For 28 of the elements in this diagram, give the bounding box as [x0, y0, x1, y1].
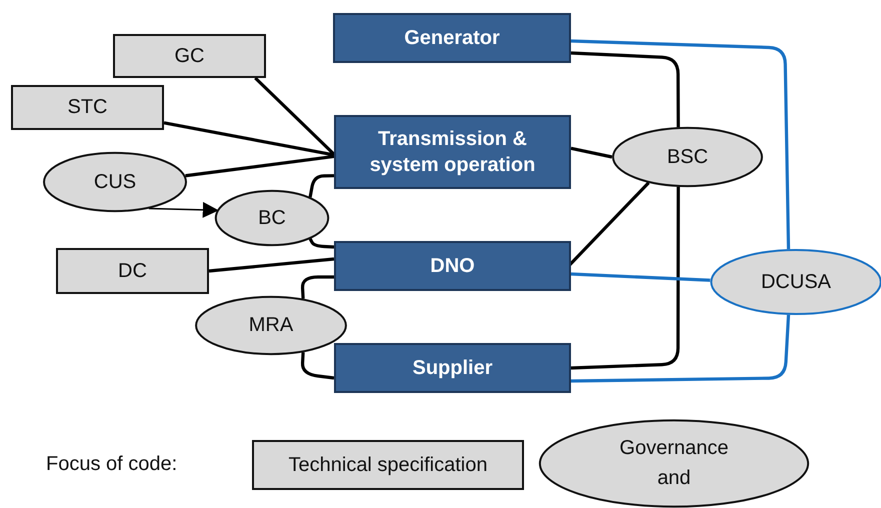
code-ellipse: BC: [215, 190, 329, 246]
connector-line: [570, 146, 612, 159]
code-ellipse: BSC: [612, 127, 763, 187]
party-box: Supplier: [334, 343, 571, 393]
connector-line: [570, 314, 790, 383]
party-box: DNO: [334, 241, 571, 291]
legend-title: Focus of code:: [46, 453, 178, 476]
connector-line: [570, 51, 680, 128]
connector-line: [300, 352, 334, 380]
code-box: STC: [11, 85, 164, 130]
party-box: Generator: [333, 13, 571, 63]
code-box: DC: [56, 248, 209, 294]
party-box: Transmission & system operation: [334, 115, 571, 189]
connector-line: [570, 186, 680, 370]
code-box: GC: [113, 34, 266, 78]
connector-line: [570, 272, 710, 282]
connector-line: [208, 257, 334, 273]
legend-box: Technical specification: [252, 440, 524, 490]
connector-line: [164, 121, 334, 157]
connector-line: [570, 39, 790, 250]
connector-line: [308, 238, 334, 249]
code-ellipse: CUS: [43, 152, 187, 212]
arrow: [148, 202, 219, 218]
code-ellipse: MRA: [195, 296, 347, 355]
connector-line: [185, 154, 334, 178]
connector-line: [308, 174, 334, 198]
connector-line: [254, 76, 336, 156]
legend-ellipse: Governance and: [538, 419, 810, 508]
